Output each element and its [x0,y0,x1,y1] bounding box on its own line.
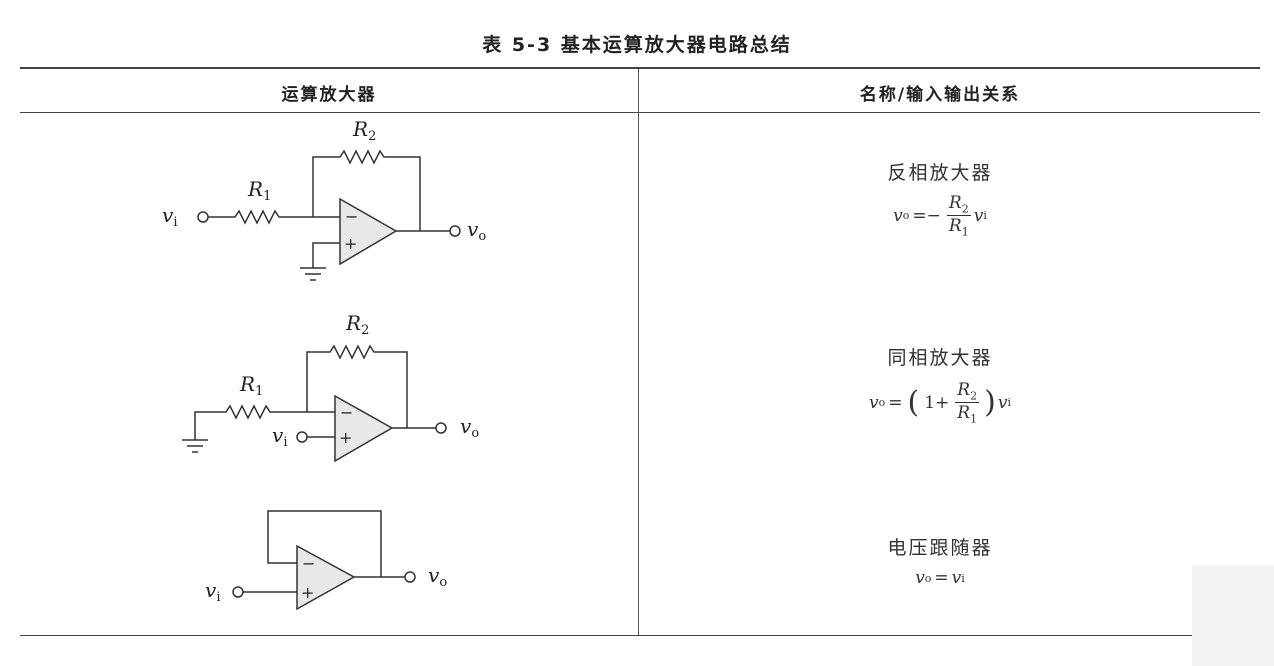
column-header-relation: 名称/输入输出关系 [859,85,1021,105]
page-edge-shadow [1192,565,1274,666]
plus-sign: + [344,234,357,253]
r1-label: R1 [247,177,271,204]
inverting-amplifier-circuit: − + vi vo R1 R2 − + vi vo R1 R2 − + vi v… [162,117,486,611]
minus-sign: − [302,554,315,573]
non-inverting-amplifier-circuit [182,344,447,463]
circuit-name-voltage-follower: 电压跟随器 [887,537,993,559]
plus-sign: + [339,428,352,447]
table-title: 表 5-3 基本运算放大器电路总结 [482,34,792,56]
voltage-follower-circuit [232,510,416,611]
vi-label: vi [272,423,287,450]
vo-label: vo [428,563,447,590]
column-divider [638,69,639,636]
vo-label: vo [467,217,486,244]
circuit-name-non-inverting: 同相放大器 [887,347,993,369]
vi-label: vi [162,203,177,230]
r1-label: R1 [239,372,263,399]
r2-label: R2 [352,117,376,144]
circuit-name-inverting: 反相放大器 [887,162,993,184]
top-rule [20,67,1260,69]
vo-label: vo [460,414,479,441]
r2-label: R2 [345,311,369,338]
minus-sign: − [340,403,353,422]
plus-sign: + [301,583,314,602]
minus-sign: − [345,207,358,226]
bottom-rule [20,635,1260,636]
vi-label: vi [205,578,220,605]
column-header-opamp: 运算放大器 [281,85,377,105]
header-rule [20,112,1260,113]
